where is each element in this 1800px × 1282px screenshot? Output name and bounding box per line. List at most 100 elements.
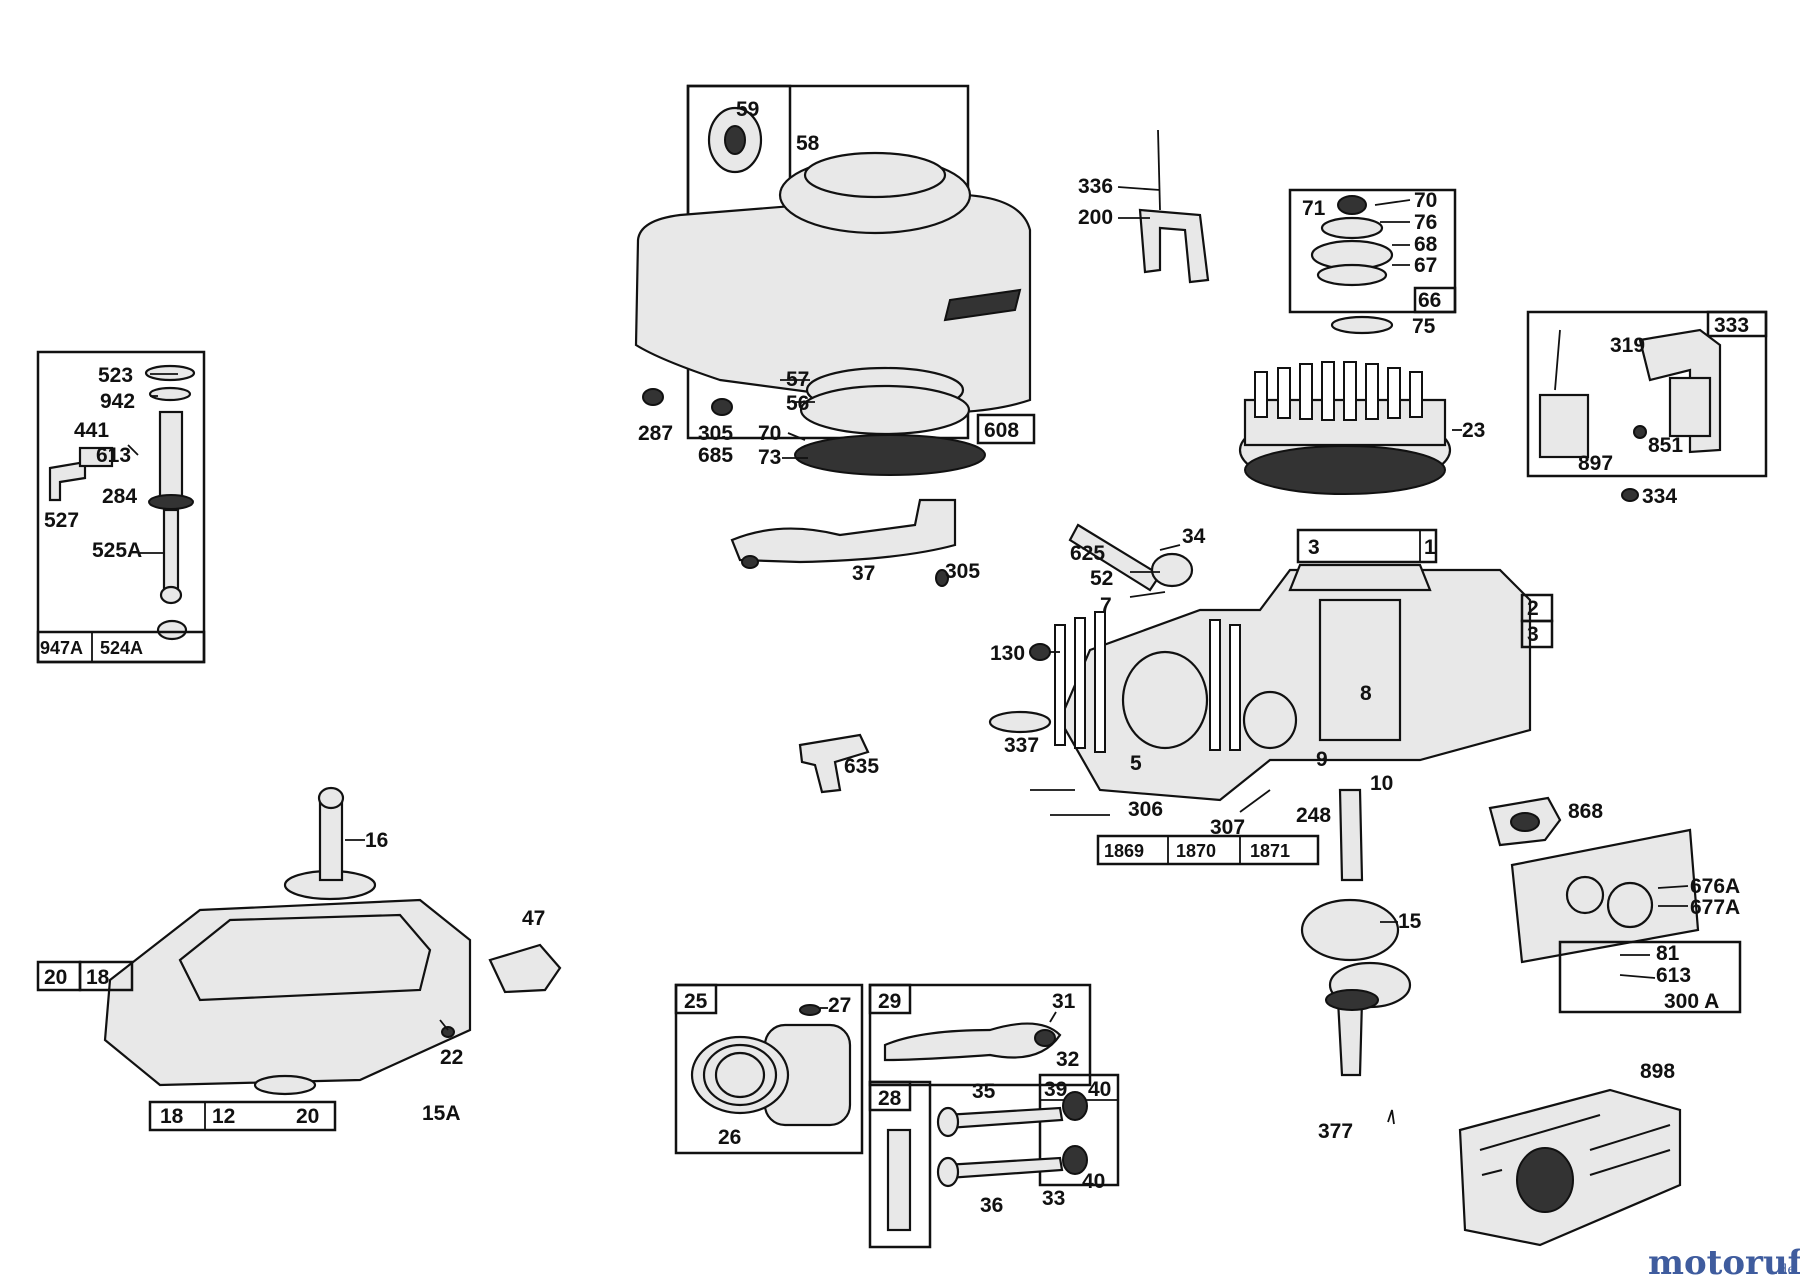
- bracket-clip: [78, 446, 114, 468]
- label-25: 25: [684, 990, 708, 1013]
- label-18b: 18: [160, 1105, 184, 1128]
- label-box-1869: [1096, 834, 1320, 866]
- watermark-logo-text: motoruf: [1648, 1243, 1800, 1282]
- label-67: 67: [1414, 254, 1437, 277]
- label-76: 76: [1414, 211, 1437, 234]
- valve-spring-retainer: [886, 1128, 912, 1232]
- washer-75: [1330, 315, 1394, 335]
- intake-valve: [943, 1106, 1064, 1130]
- kill-switch: [1538, 393, 1590, 459]
- label-305: 305: [698, 422, 733, 445]
- label-35: 35: [972, 1080, 996, 1103]
- label-1869: 1869: [1104, 841, 1144, 861]
- sump-group: 16 47 20 18 22 15A 18 12 20: [36, 786, 562, 1132]
- flywheel-nut-group: 71 70 76 68 67 66 75: [1288, 188, 1457, 338]
- label-32: 32: [1056, 1048, 1079, 1071]
- label-248: 248: [1296, 804, 1331, 827]
- label-319: 319: [1610, 334, 1645, 357]
- tube-seal: [159, 585, 183, 605]
- label-47: 47: [522, 907, 545, 930]
- label-851: 851: [1648, 434, 1683, 457]
- label-2: 2: [1527, 597, 1539, 620]
- label-200: 200: [1078, 206, 1113, 229]
- armature-frame: [1526, 310, 1768, 478]
- label-1871: 1871: [1250, 841, 1290, 861]
- crankshaft-lower: [1336, 998, 1364, 1077]
- connecting-rod-valve-group: 29 31 32 28 35 36 39 40 33 40: [868, 983, 1120, 1249]
- starter-cap: [803, 151, 947, 199]
- label-337: 337: [1004, 734, 1039, 757]
- label-66: 66: [1418, 289, 1441, 312]
- label-287: 287: [638, 422, 673, 445]
- label-22: 22: [440, 1046, 463, 1069]
- cylinder-block-group: 34 625 52 7 3 1 2 3 130 8 337 5 9 10 306…: [988, 523, 1554, 866]
- label-59: 59: [736, 98, 759, 121]
- label-57: 57: [786, 368, 809, 391]
- piston-group: 25 27 26: [674, 983, 864, 1155]
- label-81: 81: [1656, 942, 1680, 965]
- label-26: 26: [718, 1126, 741, 1149]
- label-27: 27: [828, 994, 851, 1017]
- label-334: 334: [1642, 485, 1677, 508]
- label-18: 18: [86, 966, 110, 989]
- flywheel-nut-frame: [1288, 188, 1457, 314]
- piston-pin-lock: [799, 1004, 821, 1016]
- screw-305b: [935, 569, 949, 587]
- fill-tube-upper: [158, 410, 184, 504]
- label-9: 9: [1316, 748, 1328, 771]
- label-613: 613: [96, 444, 131, 467]
- label-40b: 40: [1082, 1170, 1105, 1193]
- label-608: 608: [984, 419, 1019, 442]
- label-306: 306: [1128, 798, 1163, 821]
- label-71: 71: [1302, 197, 1326, 220]
- label-1870: 1870: [1176, 841, 1216, 861]
- label-333: 333: [1714, 314, 1749, 337]
- housing-vent: [943, 288, 1022, 322]
- label-613b: 613: [1656, 964, 1691, 987]
- air-baffle: [730, 498, 957, 564]
- label-20: 20: [44, 966, 67, 989]
- crank-web: [1300, 898, 1400, 962]
- label-1: 1: [1424, 536, 1436, 559]
- tube-grommet: [156, 619, 188, 641]
- label-7: 7: [1100, 594, 1112, 617]
- governor-lever: [488, 943, 562, 994]
- label-23: 23: [1462, 419, 1485, 442]
- label-524a: 524A: [100, 638, 143, 658]
- label-677a: 677A: [1690, 896, 1740, 919]
- cam-shaft: [318, 798, 344, 882]
- crankshaft-group: 15 377: [1300, 788, 1422, 1143]
- label-625: 625: [1070, 542, 1105, 565]
- label-34: 34: [1182, 525, 1206, 548]
- label-70: 70: [758, 422, 781, 445]
- breather-cover: [1318, 598, 1402, 742]
- starter-spring: [799, 384, 971, 436]
- tube-bracket: [48, 460, 87, 502]
- label-28: 28: [878, 1087, 902, 1110]
- cooling-fins: [1054, 611, 1241, 753]
- label-130: 130: [990, 642, 1025, 665]
- exhaust-plate: [1510, 828, 1700, 964]
- blower-housing: [634, 193, 1032, 414]
- fill-tube-lower: [162, 508, 180, 594]
- label-523: 523: [98, 364, 133, 387]
- label-676a: 676A: [1690, 875, 1740, 898]
- screw-287: [642, 388, 664, 406]
- label-37: 37: [852, 562, 875, 585]
- starter-ratchet: [794, 434, 986, 476]
- fuel-fitting: [798, 733, 870, 794]
- label-635: 635: [844, 755, 879, 778]
- label-305b: 305: [945, 560, 980, 583]
- label-307: 307: [1210, 816, 1245, 839]
- label-12: 12: [212, 1105, 235, 1128]
- label-box-3-1: [1296, 528, 1438, 564]
- o-ring: [148, 386, 192, 402]
- crankshaft-upper: [1338, 788, 1364, 882]
- choke-lever: [1068, 523, 1162, 592]
- label-3b: 3: [1527, 623, 1539, 646]
- label-10: 10: [1370, 772, 1393, 795]
- oil-fill-tube-group: 523 942 441 613 284 527 525A 947A 524A: [36, 350, 206, 664]
- oil-seal: [253, 1074, 317, 1096]
- flywheel-group: 23: [1238, 361, 1485, 495]
- fuel-fitting-group: 635: [798, 733, 879, 794]
